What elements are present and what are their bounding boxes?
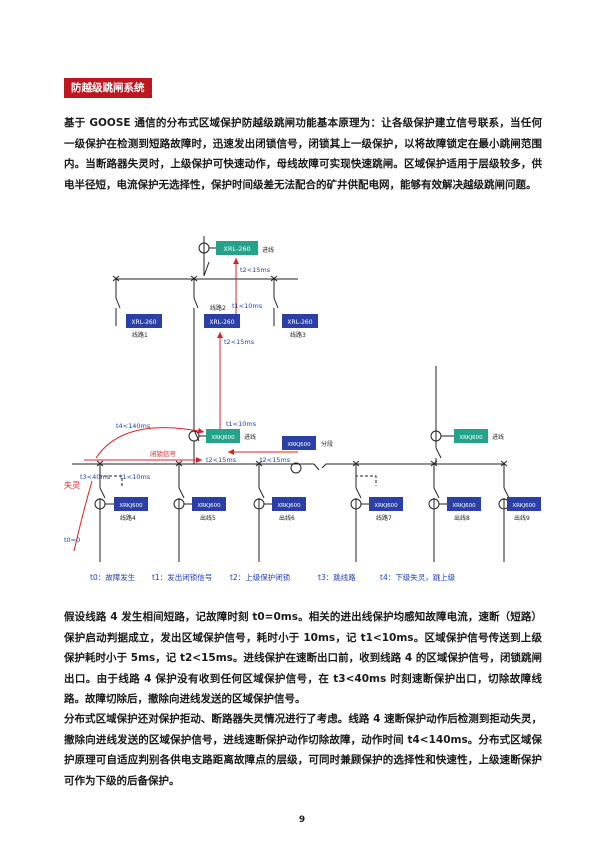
device-out4: XRKJ600 (369, 497, 403, 511)
label-out5: 出线5 (200, 514, 216, 522)
device-out1: XRKJ600 (114, 497, 148, 511)
label-out8: 出线8 (454, 514, 470, 522)
label-out9: 出线9 (514, 514, 530, 522)
timing-t4: t4<140ms (116, 422, 151, 430)
device-label: XRL-260 (131, 319, 156, 326)
device-label: XRL-260 (209, 319, 234, 326)
device-label: XRKJ600 (374, 503, 398, 509)
label-line4: 线路4 (120, 514, 136, 522)
device-mid-right: XRL-260 (282, 314, 318, 328)
device-label: XRKJ600 (277, 503, 301, 509)
timing-upper-t1: t1<10ms (232, 302, 263, 310)
legend-t2: t2：上级保护闭锁 (230, 572, 291, 582)
legend: t0：故障发生 t1：发出闭锁信号 t2：上级保护闭锁 t3：跳线路 t4：下级… (90, 572, 456, 582)
label-incoming-right: 进线 (492, 433, 504, 441)
label-out6: 出线6 (279, 514, 295, 522)
device-label: XRKJ600 (211, 435, 235, 441)
device-bus-tie: XRKJ600 (282, 436, 316, 450)
device-label: XRKJ600 (452, 503, 476, 509)
device-label: XRKJ600 (287, 442, 311, 448)
timing-mid-t2b: t2<15ms (260, 456, 291, 464)
device-out5: XRKJ600 (447, 497, 481, 511)
timing-t3: t3<40ms (80, 473, 111, 481)
red-labels: 闭锁信号 失灵 (64, 449, 177, 490)
device-out3: XRKJ600 (272, 497, 306, 511)
timing-mid-t1: t1<10ms (226, 420, 257, 428)
label-bus-tie: 分段 (321, 440, 333, 448)
protection-diagram-svg: XRL-260 XRL-260 XRL-260 XRL-260 XRKJ600 … (64, 236, 541, 582)
device-incomer-left: XRKJ600 (206, 429, 240, 443)
wiring (72, 236, 514, 562)
fault-scenario-paragraph: 假设线路 4 发生相间短路，记故障时刻 t0=0ms。相关的进出线保护均感知故障… (64, 611, 542, 705)
label-line1: 线路1 (132, 331, 148, 339)
device-label: XRKJ600 (512, 503, 536, 509)
timing-upper-t2: t2<15ms (224, 338, 255, 346)
legend-t4: t4：下级失灵，跳上级 (380, 572, 456, 582)
legend-t0: t0：故障发生 (90, 572, 136, 582)
label-top-incoming: 进线 (262, 246, 274, 254)
device-out2: XRKJ600 (192, 497, 226, 511)
timing-mid-t2a: t2<15ms (206, 456, 237, 464)
label-t0: t0=0 (64, 536, 80, 544)
label-line7: 线路7 (376, 514, 392, 522)
label-incoming-left: 进线 (244, 433, 256, 441)
intro-paragraph: 基于 GOOSE 通信的分布式区域保护防越级跳闸功能基本原理为：让各级保护建立信… (64, 117, 542, 191)
device-label: XRL-260 (287, 319, 312, 326)
section-title: 防越级跳闸系统 (64, 78, 152, 98)
legend-t3: t3：跳线路 (318, 572, 356, 582)
diagram-labels: 进线 线路1 线路2 线路3 进线 分段 进线 线路4 出线5 出线6 线路7 … (120, 246, 530, 522)
device-label: XRKJ600 (197, 503, 221, 509)
timing-top-t2: t2<15ms (240, 266, 271, 274)
device-label: XRKJ600 (459, 435, 483, 441)
device-label: XRKJ600 (119, 503, 143, 509)
failure-handling-paragraph: 分布式区域保护还对保护拒动、断路器失灵情况进行了考虑。线路 4 速断保护动作后检… (64, 713, 542, 787)
device-out6: XRKJ600 (507, 497, 541, 511)
label-lock-signal: 闭锁信号 (150, 449, 177, 458)
label-line2: 线路2 (210, 304, 226, 312)
device-label: XRL-260 (223, 245, 250, 253)
protection-diagram: XRL-260 XRL-260 XRL-260 XRL-260 XRKJ600 … (64, 236, 542, 592)
page-number: 9 (298, 815, 306, 825)
legend-t1: t1：发出闭锁信号 (152, 572, 212, 582)
label-line3: 线路3 (290, 331, 306, 339)
device-mid-center: XRL-260 (204, 314, 240, 328)
timing-low-t1: t1<10ms (120, 473, 151, 481)
timing-labels: t2<15ms t1<10ms t2<15ms t1<10ms t2<15ms … (80, 266, 291, 481)
device-mid-left: XRL-260 (126, 314, 162, 328)
device-incomer-right: XRKJ600 (454, 429, 488, 443)
device-top: XRL-260 (216, 241, 258, 255)
signal-arrows (73, 258, 298, 552)
label-failure: 失灵 (64, 480, 80, 490)
